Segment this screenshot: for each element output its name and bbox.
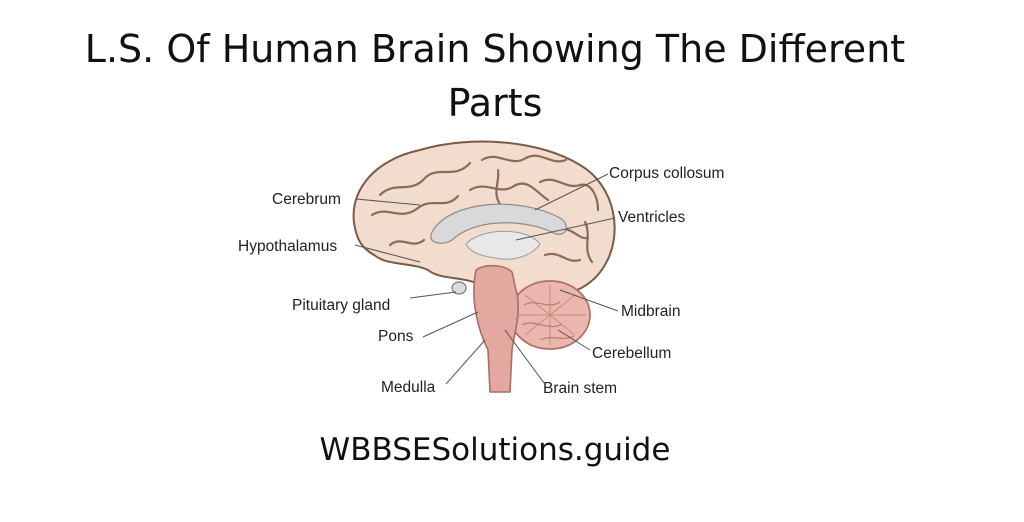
label-pituitary-gland: Pituitary gland (292, 297, 390, 314)
label-ventricles: Ventricles (618, 209, 685, 226)
label-brain-stem: Brain stem (543, 380, 617, 397)
label-medulla: Medulla (381, 379, 436, 396)
site-watermark: WBBSESolutions.guide (0, 432, 990, 468)
label-hypothalamus: Hypothalamus (238, 238, 337, 255)
label-pons: Pons (378, 328, 414, 345)
cerebellum-shape (510, 281, 590, 349)
label-corpus-collosum: Corpus collosum (609, 165, 724, 182)
label-cerebellum: Cerebellum (592, 345, 671, 362)
label-midbrain: Midbrain (621, 303, 680, 320)
brain-stem-shape (474, 266, 518, 392)
label-cerebrum: Cerebrum (272, 191, 341, 208)
